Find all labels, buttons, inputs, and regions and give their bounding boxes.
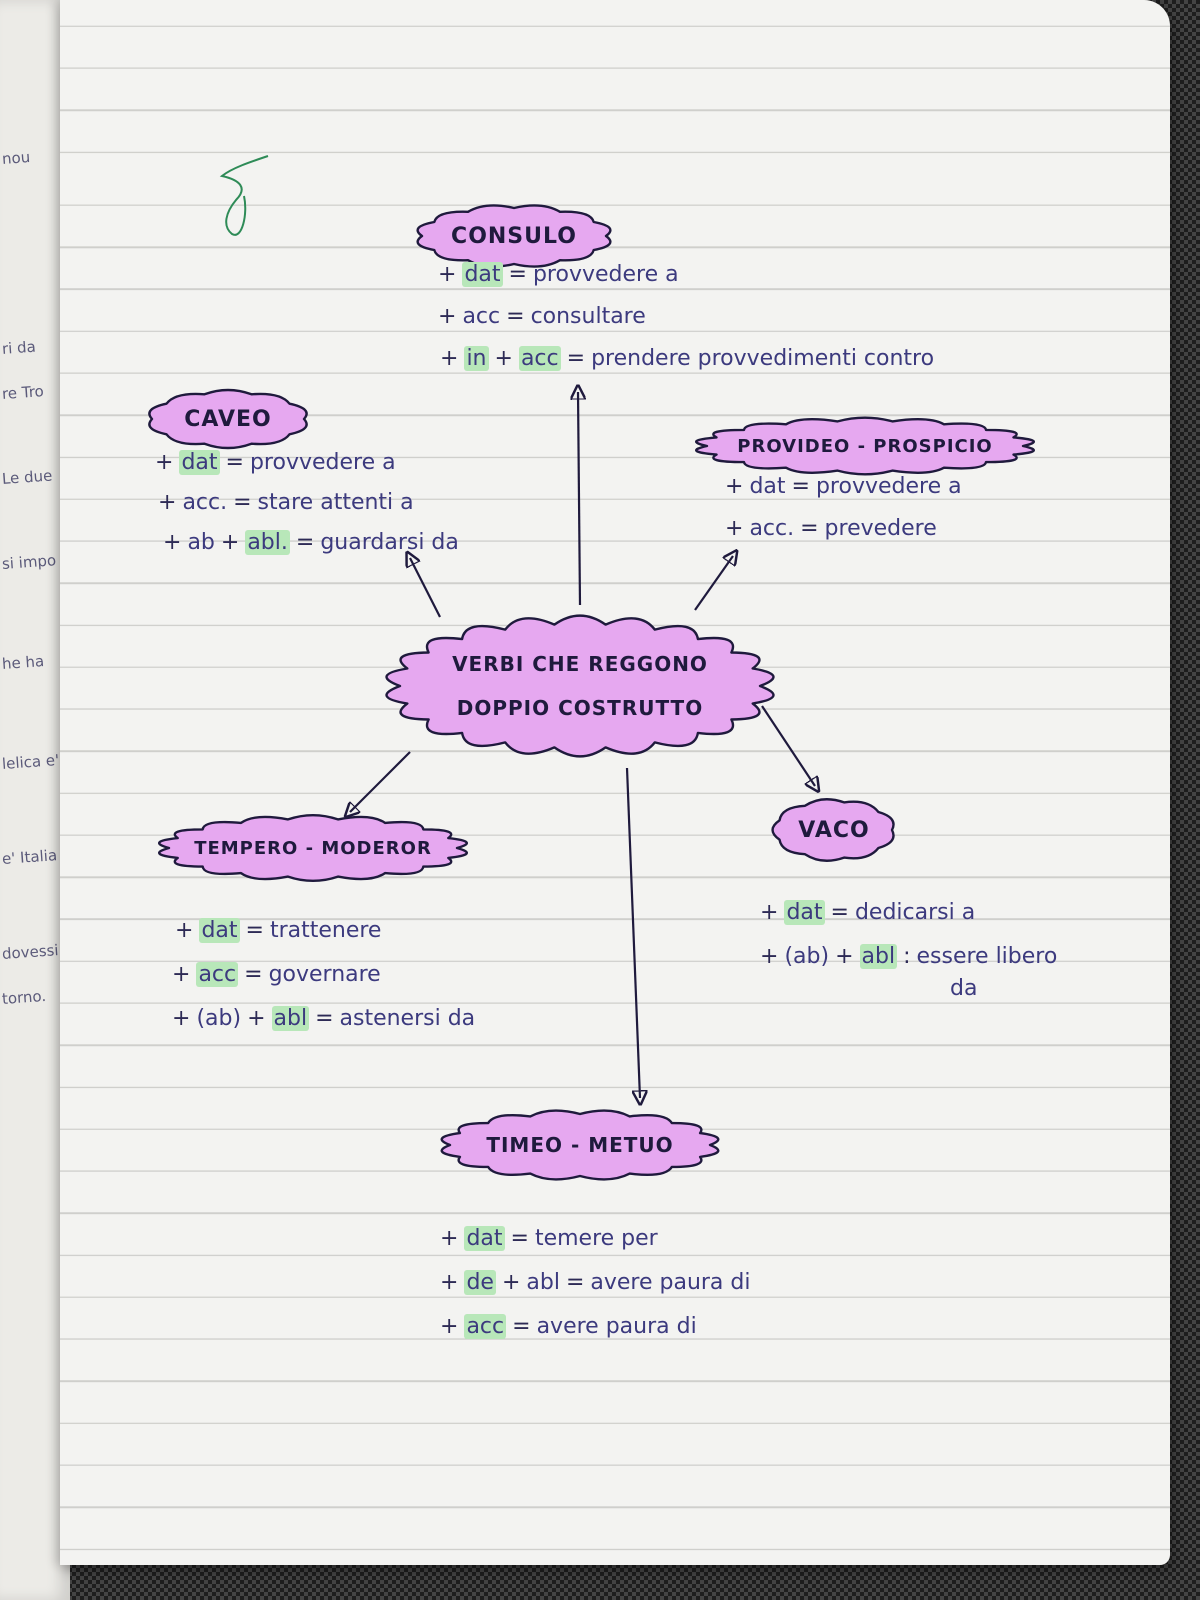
prep-tag: (ab)	[784, 944, 830, 969]
timeo-entry: +acc=avere paura di	[440, 1314, 697, 1339]
prep-tag: in	[464, 346, 489, 371]
meaning: provvedere a	[815, 474, 962, 499]
left-page-fragment: lelica e'	[1, 751, 60, 773]
left-page-fragment: nou	[1, 148, 31, 168]
left-page-fragment: he ha	[1, 652, 45, 673]
node-provideo-label: PROVIDEO - PROSPICIO	[737, 435, 993, 457]
node-center: VERBI CHE REGGONO DOPPIO COSTRUTTO	[405, 630, 755, 742]
case-tag: abl	[859, 944, 898, 969]
case-tag: acc.	[182, 490, 228, 515]
case-tag: dat	[199, 918, 240, 943]
node-vaco: VACO	[780, 808, 888, 852]
meaning: avere paura di	[536, 1314, 697, 1339]
meaning: prevedere	[824, 516, 937, 541]
meaning: avere paura di	[590, 1270, 751, 1295]
case-tag: acc	[196, 962, 239, 987]
meaning: prendere provvedimenti contro	[591, 346, 935, 371]
node-timeo-label: TIMEO - METUO	[486, 1133, 674, 1157]
notebook-page	[60, 0, 1170, 1565]
case-tag: acc	[518, 346, 561, 371]
meaning: astenersi da	[339, 1006, 476, 1031]
node-tempero-label: TEMPERO - MODEROR	[194, 837, 432, 859]
case-tag: acc.	[749, 516, 795, 541]
caveo-entry: +ab+abl.=guardarsi da	[163, 530, 459, 555]
consulo-entry: +dat=provvedere a	[438, 262, 679, 287]
case-tag: abl.	[245, 530, 290, 555]
case-tag: acc	[462, 304, 501, 329]
vaco-entry-continuation: da	[950, 976, 978, 1001]
previous-page: nou ri da re Tro Le due si impo he ha le…	[0, 0, 70, 1600]
tempero-entry: +dat=trattenere	[175, 918, 382, 943]
case-tag: abl	[526, 1270, 560, 1295]
meaning: stare attenti a	[257, 490, 414, 515]
case-tag: acc	[464, 1314, 507, 1339]
vaco-entry: +dat=dedicarsi a	[760, 900, 976, 925]
prep-tag: ab	[187, 530, 215, 555]
meaning: guardarsi da	[320, 530, 459, 555]
case-tag: dat	[462, 262, 503, 287]
left-page-fragment: torno.	[1, 986, 47, 1008]
meaning: trattenere	[269, 918, 382, 943]
caveo-entry: +dat=provvedere a	[155, 450, 396, 475]
left-page-fragment: dovessi	[1, 941, 60, 963]
provideo-entry: +acc.=prevedere	[725, 516, 937, 541]
consulo-entry: +acc=consultare	[438, 304, 646, 329]
prep-tag: (ab)	[196, 1006, 242, 1031]
center-line-2: DOPPIO COSTRUTTO	[456, 696, 704, 720]
node-consulo-label: CONSULO	[451, 223, 577, 249]
timeo-entry: +dat=temere per	[440, 1226, 658, 1251]
node-provideo: PROVIDEO - PROSPICIO	[715, 426, 1015, 466]
case-tag: dat	[784, 900, 825, 925]
node-timeo: TIMEO - METUO	[455, 1122, 705, 1168]
consulo-entry: +in+acc=prendere provvedimenti contro	[440, 346, 935, 371]
tempero-entry: +(ab)+abl=astenersi da	[172, 1006, 476, 1031]
case-tag: dat	[749, 474, 786, 499]
case-tag: abl	[271, 1006, 310, 1031]
vaco-entry: +(ab)+abl:essere libero	[760, 944, 1058, 969]
left-page-fragment: e' Italia	[1, 846, 58, 868]
prep-tag: de	[464, 1270, 496, 1295]
meaning: consultare	[530, 304, 646, 329]
meaning: dedicarsi a	[854, 900, 976, 925]
center-line-1: VERBI CHE REGGONO	[452, 652, 708, 676]
meaning: provvedere a	[249, 450, 396, 475]
node-tempero: TEMPERO - MODEROR	[172, 826, 454, 870]
meaning: temere per	[534, 1226, 658, 1251]
left-page-fragment: re Tro	[1, 382, 45, 403]
timeo-entry: +de+abl=avere paura di	[440, 1270, 751, 1295]
caveo-entry: +acc.=stare attenti a	[158, 490, 414, 515]
tempero-entry: +acc=governare	[172, 962, 381, 987]
case-tag: dat	[464, 1226, 505, 1251]
meaning: essere libero	[916, 944, 1058, 969]
meaning: provvedere a	[532, 262, 679, 287]
node-vaco-label: VACO	[798, 817, 870, 843]
left-page-fragment: si impo	[1, 551, 57, 573]
left-page-fragment: ri da	[1, 337, 37, 358]
meaning: governare	[268, 962, 381, 987]
provideo-entry: +dat=provvedere a	[725, 474, 962, 499]
case-tag: dat	[179, 450, 220, 475]
node-consulo: CONSULO	[430, 214, 598, 258]
node-caveo: CAVEO	[158, 398, 298, 440]
left-page-fragment: Le due	[1, 466, 53, 488]
node-caveo-label: CAVEO	[184, 406, 272, 432]
